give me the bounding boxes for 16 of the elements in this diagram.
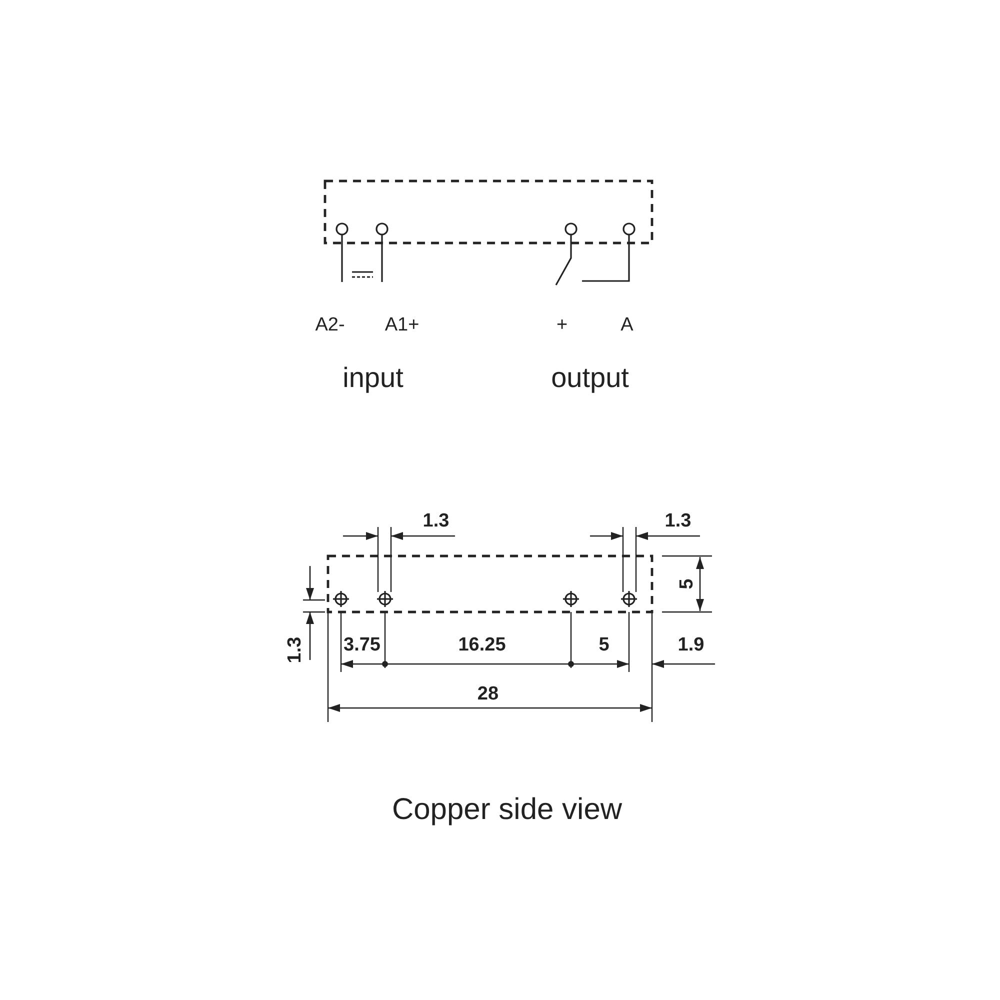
section-label: output — [551, 364, 629, 392]
dimension-value: 1.3 — [422, 512, 450, 530]
dimension-value: 5 — [678, 578, 696, 590]
dimension-value: 5 — [598, 636, 610, 654]
pin-label: + — [556, 316, 568, 334]
dimension-value: 1.3 — [664, 512, 692, 530]
dimension-value: 16.25 — [458, 636, 506, 654]
dimension-value: 1.3 — [286, 636, 304, 664]
pin-label: A — [620, 316, 634, 334]
caption: Copper side view — [392, 795, 622, 825]
dimension-value: 28 — [477, 684, 499, 704]
section-label: input — [342, 364, 404, 392]
dimension-value: 3.75 — [344, 636, 380, 654]
pin-label: A1+ — [384, 316, 420, 334]
dimension-value: 1.9 — [678, 636, 704, 654]
pin-label: A2- — [315, 316, 345, 334]
